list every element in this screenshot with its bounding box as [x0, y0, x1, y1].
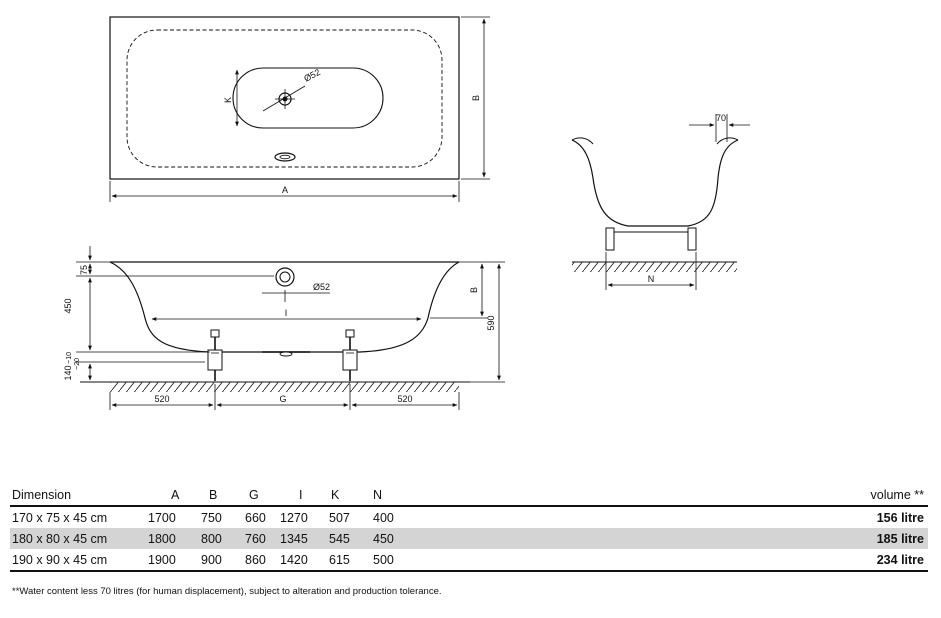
- table-header: Dimension A B G I K N volume **: [10, 484, 928, 505]
- dim-k-label: K: [223, 97, 233, 103]
- dim-i-label: I: [285, 308, 288, 318]
- dim-b-top-label: B: [471, 95, 481, 101]
- cell-k: 545: [329, 532, 350, 546]
- cell-a: 1800: [148, 532, 176, 546]
- cell-volume: 156 litre: [876, 511, 924, 525]
- dim-520-right-label: 520: [397, 394, 412, 404]
- footnote: **Water content less 70 litres (for huma…: [12, 586, 442, 597]
- cell-g: 660: [245, 511, 266, 525]
- cell-b: 800: [201, 532, 222, 546]
- cell-a: 1900: [148, 553, 176, 567]
- cell-volume: 185 litre: [876, 532, 924, 546]
- dim-10-label: ~10: [66, 352, 73, 364]
- dim-590-label: 590: [486, 315, 496, 330]
- side-drain-label: Ø52: [313, 282, 330, 292]
- cell-i: 1270: [280, 511, 308, 525]
- dim-70-label: 70: [716, 113, 726, 123]
- technical-drawing: Ø52 K A B 70 N: [63, 16, 750, 410]
- dim-b-side-label: B: [469, 287, 479, 293]
- table-bottom-rule: [10, 570, 928, 572]
- cell-n: 400: [373, 511, 394, 525]
- header-g: G: [249, 488, 259, 502]
- cell-k: 615: [329, 553, 350, 567]
- cell-k: 507: [329, 511, 350, 525]
- dim-a-label: A: [282, 185, 288, 195]
- side-view: Ø52 I 75 450 ~10: [63, 246, 505, 410]
- dim-20-label: ~20: [74, 358, 81, 370]
- header-k: K: [331, 488, 340, 502]
- cell-b: 750: [201, 511, 222, 525]
- table-row: 190 x 90 x 45 cm 1900 900 860 1420 615 5…: [10, 549, 928, 570]
- dim-g-label: G: [279, 394, 286, 404]
- dim-n-label: N: [648, 274, 655, 284]
- cell-b: 900: [201, 553, 222, 567]
- header-b: B: [209, 488, 218, 502]
- top-view: Ø52 K A B: [109, 16, 490, 202]
- header-dimension: Dimension: [12, 488, 72, 502]
- cell-a: 1700: [148, 511, 176, 525]
- right-foot: [342, 329, 358, 381]
- cell-i: 1345: [280, 532, 308, 546]
- cell-g: 860: [245, 553, 266, 567]
- header-n: N: [373, 488, 383, 502]
- header-rule: [10, 505, 928, 507]
- header-a: A: [171, 488, 180, 502]
- end-view: 70 N: [571, 113, 750, 290]
- dim-140-label: 140: [63, 365, 73, 380]
- left-foot: [207, 329, 223, 381]
- dim-75-label: 75: [79, 265, 89, 275]
- cell-volume: 234 litre: [876, 553, 924, 567]
- cell-dimension: 180 x 80 x 45 cm: [12, 532, 108, 546]
- header-i: I: [299, 488, 303, 502]
- cell-dimension: 170 x 75 x 45 cm: [12, 511, 108, 525]
- cell-i: 1420: [280, 553, 308, 567]
- cell-dimension: 190 x 90 x 45 cm: [12, 553, 108, 567]
- cell-n: 500: [373, 553, 394, 567]
- table-row: 180 x 80 x 45 cm 1800 800 760 1345 545 4…: [10, 528, 928, 549]
- table-row: 170 x 75 x 45 cm 1700 750 660 1270 507 4…: [10, 507, 928, 528]
- dim-520-left-label: 520: [154, 394, 169, 404]
- header-volume: volume **: [870, 488, 925, 502]
- cell-g: 760: [245, 532, 266, 546]
- cell-n: 450: [373, 532, 394, 546]
- dim-450-label: 450: [63, 298, 73, 313]
- dimension-table: Dimension A B G I K N volume ** 170 x 75…: [10, 484, 928, 572]
- top-drain-label: Ø52: [302, 67, 322, 84]
